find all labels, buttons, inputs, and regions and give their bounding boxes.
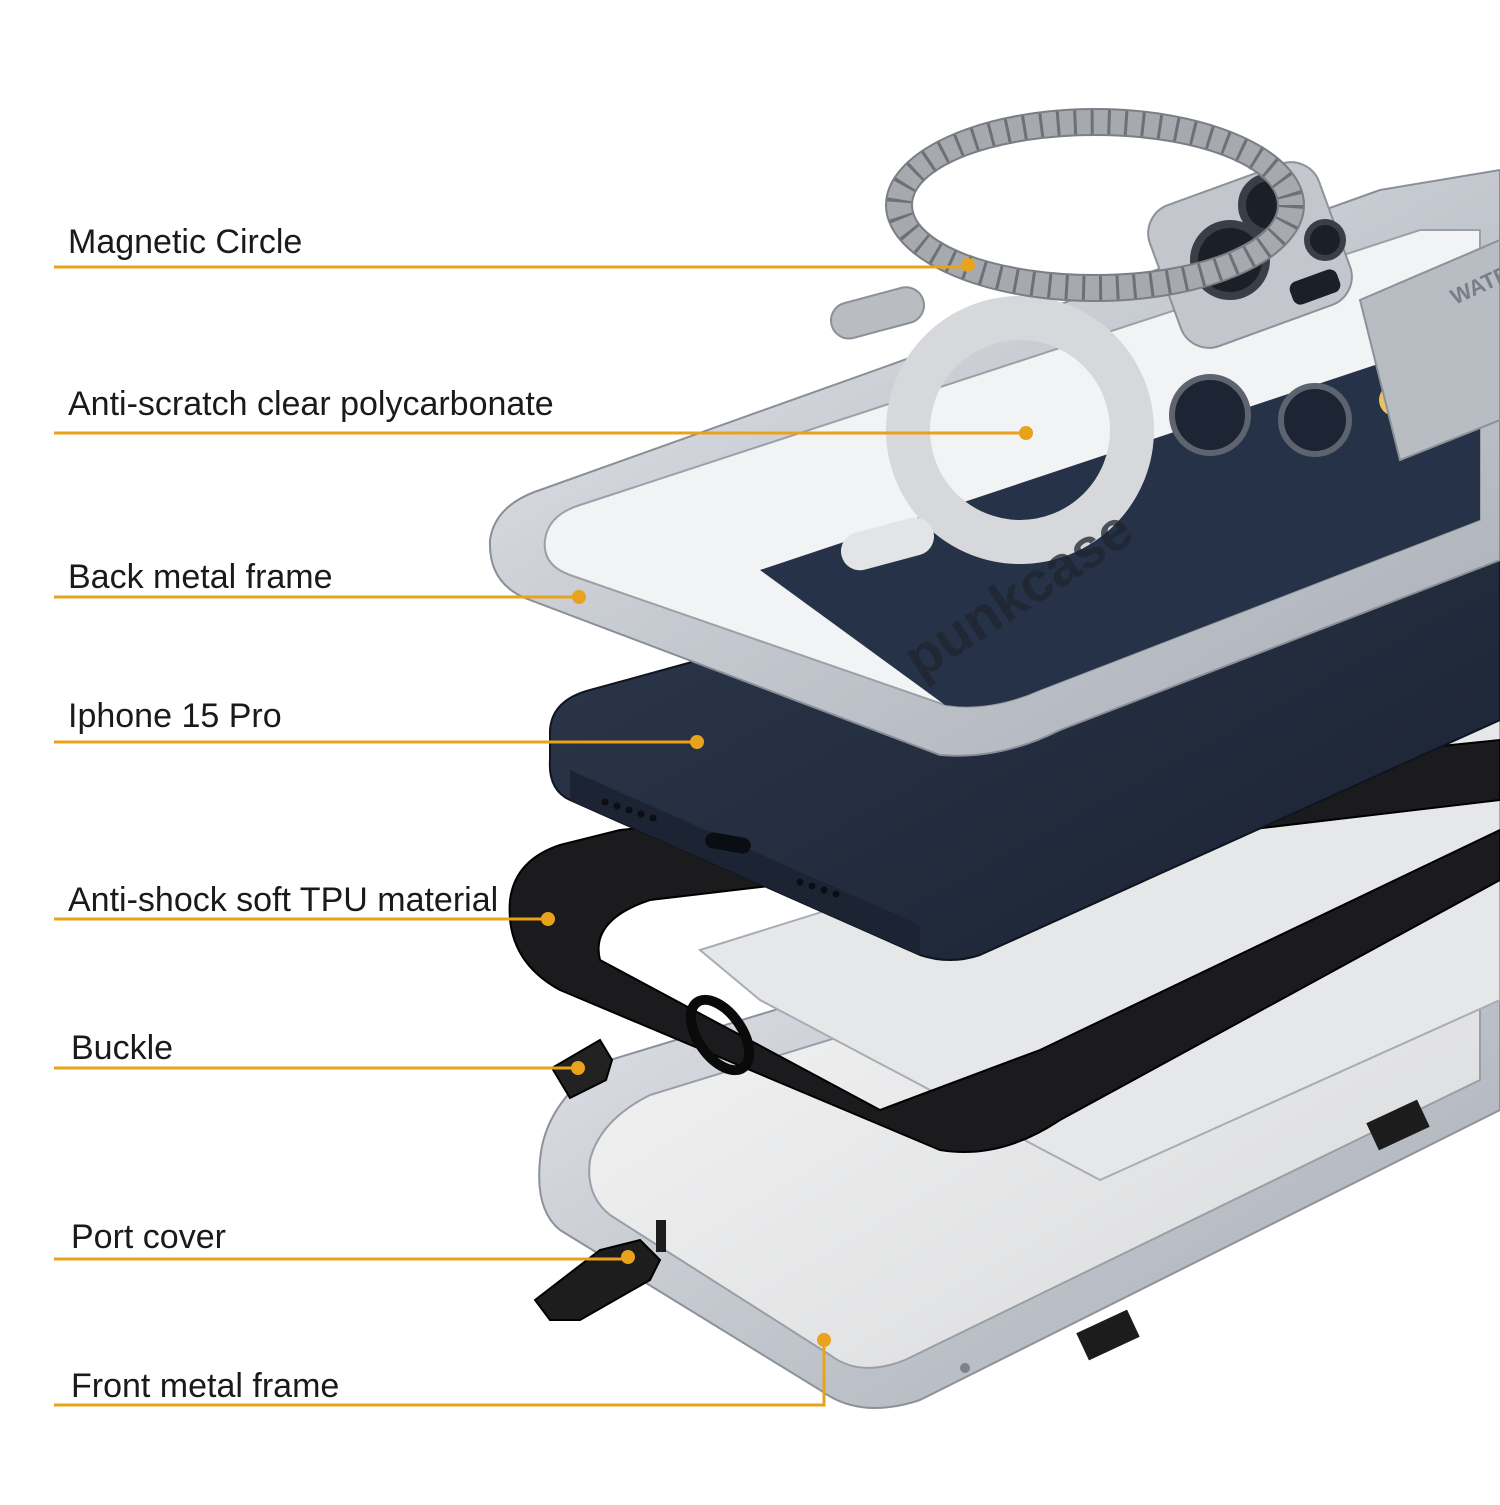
callout-line-back-metal-frame	[54, 590, 586, 604]
label-back-metal-frame: Back metal frame	[68, 558, 333, 596]
label-magnetic-circle: Magnetic Circle	[68, 223, 303, 261]
label-buckle: Buckle	[71, 1029, 174, 1067]
callout-line-iphone	[54, 735, 704, 749]
label-polycarbonate: Anti-scratch clear polycarbonate	[68, 385, 554, 423]
label-tpu: Anti-shock soft TPU material	[68, 881, 499, 919]
callout-line-front-metal-frame	[54, 1333, 831, 1407]
callout-line-port-cover	[54, 1250, 635, 1264]
magnetic-circle-part	[885, 108, 1305, 302]
callout-line-magnetic-circle	[54, 258, 975, 272]
back-metal-frame: WATE punkcase	[488, 161, 1500, 757]
callout-line-buckle	[54, 1061, 585, 1075]
label-front-metal-frame: Front metal frame	[71, 1367, 340, 1405]
label-port-cover: Port cover	[71, 1218, 226, 1256]
label-iphone: Iphone 15 Pro	[68, 697, 282, 735]
callout-line-polycarbonate	[54, 426, 1033, 440]
callout-line-tpu	[54, 912, 555, 926]
callout-lines	[54, 258, 1033, 1407]
